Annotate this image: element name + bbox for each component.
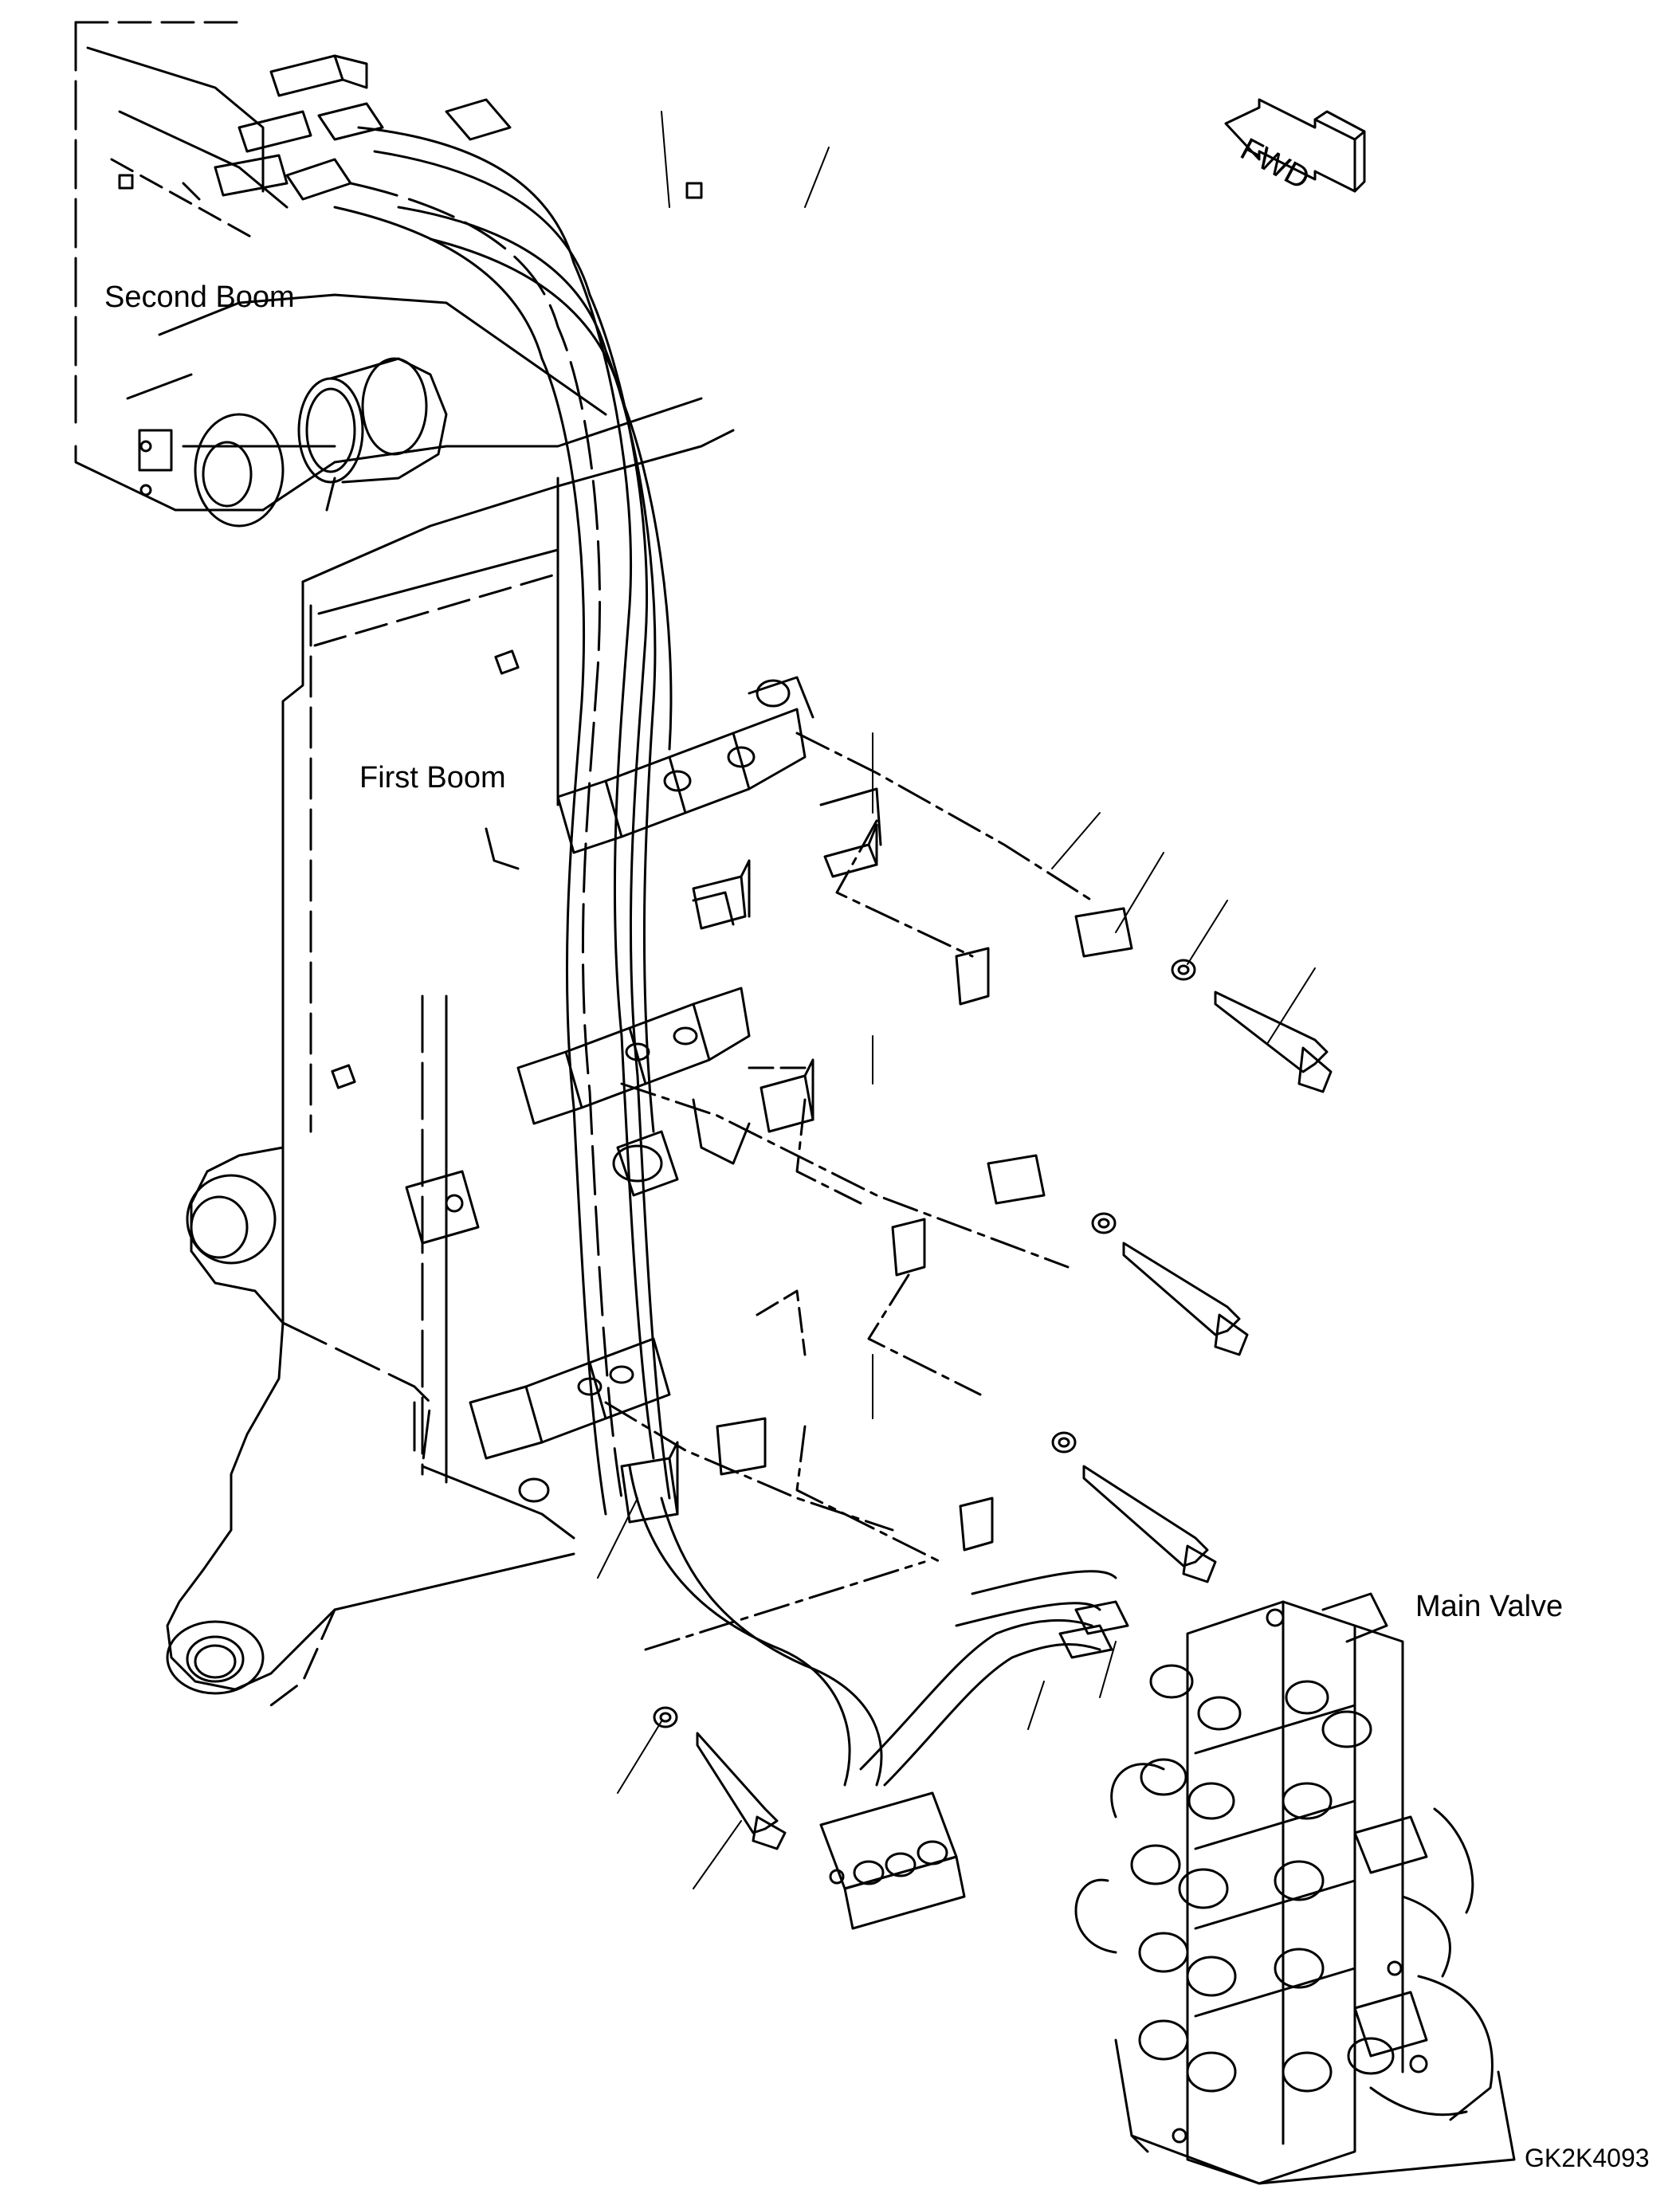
second-boom-structure (74, 21, 703, 528)
first-boom-label: First Boom (359, 761, 506, 794)
boom-hoses (285, 98, 673, 1516)
first-boom-structure (166, 182, 735, 1707)
main-valve-assembly (1074, 1592, 1516, 2185)
boom-hose-clamps (405, 676, 814, 1503)
drawing-code: GK2K4093 (1525, 2144, 1650, 2172)
main-valve-label: Main Valve (1415, 1590, 1564, 1623)
leader-lines (597, 111, 1316, 1889)
exploded-clamp-parts (604, 732, 1333, 1850)
forward-arrow-icon (1224, 98, 1366, 193)
second-boom-label: Second Boom (104, 281, 295, 314)
valve-hoses (628, 1465, 1129, 1930)
